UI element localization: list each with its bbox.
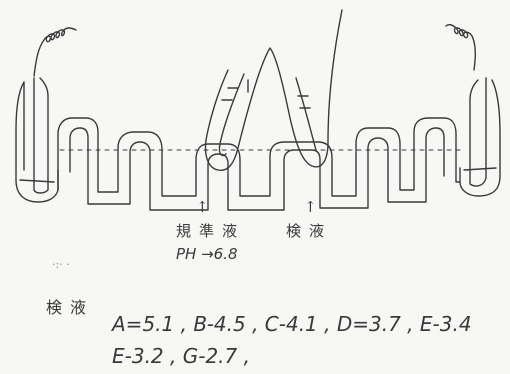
- salt-bridge: [204, 9, 343, 171]
- standard-solution-label: 規準液: [176, 222, 246, 240]
- test-solution-heading: 検液: [46, 298, 95, 317]
- left-electrode-coil: [33, 27, 77, 77]
- salt-bridge-inner: [218, 73, 317, 157]
- left-vessel-level: [19, 179, 55, 183]
- test-solution-top-label: 検液: [286, 222, 333, 240]
- right-vessel-level: [463, 167, 497, 171]
- right-electrode-coil: [445, 23, 477, 71]
- test-arrow-icon: ↑: [304, 198, 317, 216]
- standard-arrow-icon: ↑: [196, 198, 209, 216]
- results-line-2: E-3.2 , G-2.7 ,: [112, 344, 250, 368]
- smudge: ·:· ·: [52, 258, 70, 271]
- results-line-1: A=5.1 , B-4.5 , C-4.1 , D=3.7 , E-3.4: [112, 312, 472, 336]
- ph-label: PH →6.8: [176, 245, 238, 263]
- right-vessel: [459, 77, 501, 197]
- left-vessel: [15, 77, 59, 203]
- channel-inner: [69, 127, 445, 211]
- channel-outer: [57, 117, 461, 197]
